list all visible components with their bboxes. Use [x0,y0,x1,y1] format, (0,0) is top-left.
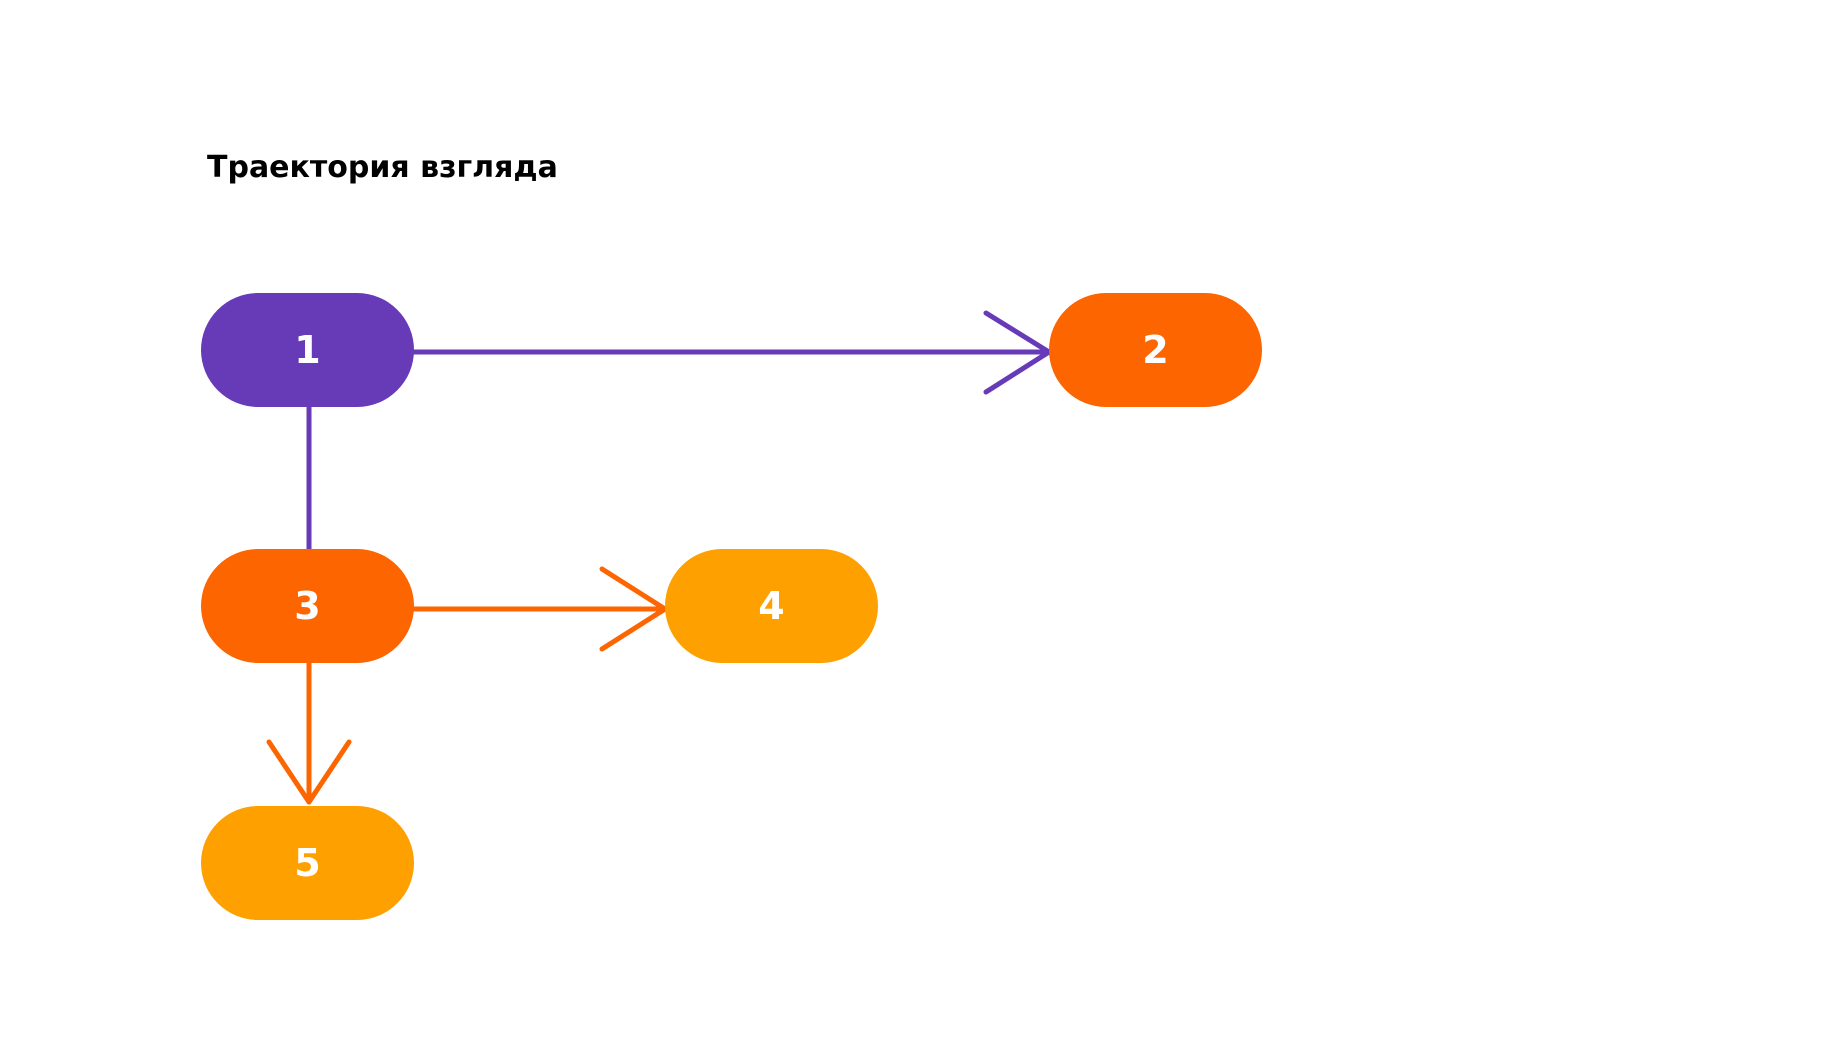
node-label: 3 [294,584,321,628]
node-3: 3 [201,549,414,663]
diagram-title: Траектория взгляда [207,150,558,185]
edge-3-5 [266,660,352,805]
arrowhead-icon [266,739,352,805]
node-label: 2 [1142,328,1169,372]
edge-3-4 [411,566,668,652]
node-label: 5 [294,841,321,885]
node-label: 1 [294,328,321,372]
node-5: 5 [201,806,414,920]
node-label: 4 [758,584,785,628]
node-2: 2 [1049,293,1262,407]
edge-1-2 [411,310,1052,395]
node-4: 4 [665,549,878,663]
node-1: 1 [201,293,414,407]
